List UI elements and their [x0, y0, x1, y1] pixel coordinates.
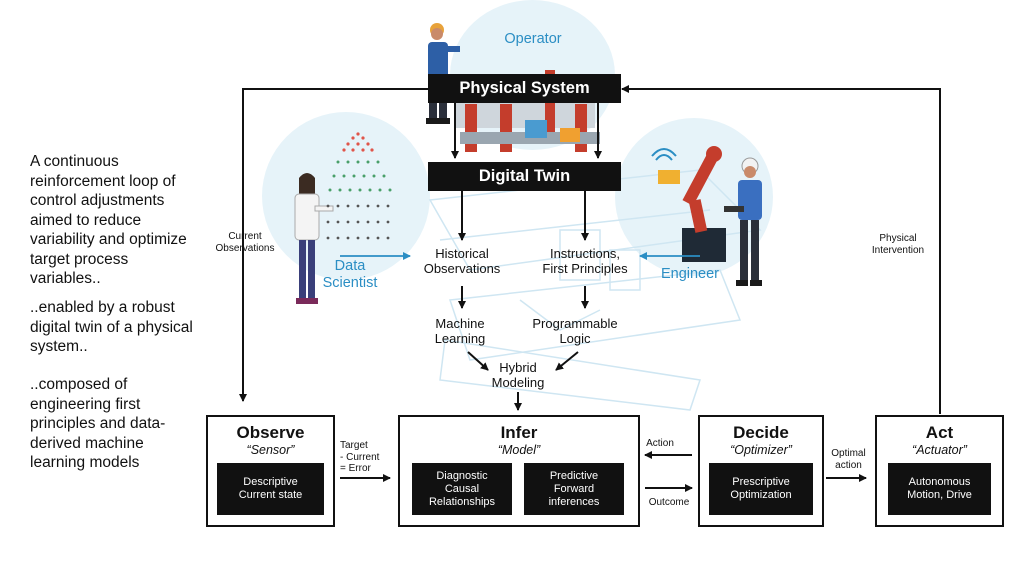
physical-intervention-label: Physical Intervention [871, 233, 925, 256]
target-error-label: Target - Current = Error [340, 440, 380, 474]
decide-subtitle: “Optimizer” [730, 443, 792, 457]
intro-paragraph-1: A continuous reinforcement loop of contr… [30, 153, 187, 287]
current-observations-label: Current Observations [215, 231, 275, 254]
action-label: Action [646, 438, 674, 449]
instructions-first-principles-label: Instructions, First Principles [542, 246, 628, 276]
observe-stage: Observe “Sensor” Descriptive Current sta… [206, 415, 335, 527]
infer-predictive-label: Predictive Forward inferences [548, 469, 600, 508]
infer-diagnostic-label: Diagnostic Causal Relationships [428, 469, 496, 508]
act-subtitle: “Actuator” [912, 443, 967, 457]
intro-paragraph-2: ..enabled by a robust digital twin of a … [30, 299, 193, 355]
infer-diagnostic-box: Diagnostic Causal Relationships [412, 463, 512, 515]
infer-stage: Infer “Model” Diagnostic Causal Relation… [398, 415, 640, 527]
data-scientist-label: Data Scientist [322, 258, 378, 291]
physical-system-bar: Physical System [428, 74, 621, 103]
infer-predictive-box: Predictive Forward inferences [524, 463, 624, 515]
outcome-label: Outcome [648, 497, 690, 508]
decide-stage: Decide “Optimizer” Prescriptive Optimiza… [698, 415, 824, 527]
optimal-action-label: Optimal action [831, 448, 866, 471]
act-inner-label: Autonomous Motion, Drive [907, 476, 972, 501]
operator-label: Operator [504, 31, 562, 47]
historical-observations-label: Historical Observations [423, 246, 501, 276]
digital-twin-label: Digital Twin [478, 167, 571, 185]
machine-learning-label: Machine Learning [434, 316, 486, 346]
physical-system-label: Physical System [459, 79, 590, 97]
intro-paragraph-3: ..composed of engineering first principl… [30, 376, 166, 471]
data-scientist-figure-icon [294, 173, 334, 304]
infer-title: Infer [500, 423, 538, 442]
data-scientist-dot-pattern [326, 132, 392, 240]
infer-subtitle: “Model” [497, 443, 541, 457]
hybrid-modeling-label: Hybrid Modeling [491, 360, 545, 390]
observe-subtitle: “Sensor” [246, 443, 295, 457]
programmable-logic-label: Programmable Logic [532, 316, 618, 346]
engineer-label: Engineer [660, 266, 720, 282]
act-stage: Act “Actuator” Autonomous Motion, Drive [875, 415, 1004, 527]
engineer-robot-arm-icon [651, 146, 762, 286]
digital-twin-bar: Digital Twin [428, 162, 621, 191]
decide-inner-label: Prescriptive Optimization [730, 476, 792, 501]
observe-descriptive-box: Descriptive Current state [217, 463, 324, 515]
observe-title: Observe [236, 423, 305, 442]
act-autonomous-box: Autonomous Motion, Drive [888, 463, 991, 515]
observe-inner-label: Descriptive Current state [238, 476, 303, 501]
data-scientist-backdrop [262, 112, 430, 280]
decide-title: Decide [733, 423, 789, 442]
act-title: Act [925, 423, 954, 442]
decide-prescriptive-box: Prescriptive Optimization [709, 463, 813, 515]
